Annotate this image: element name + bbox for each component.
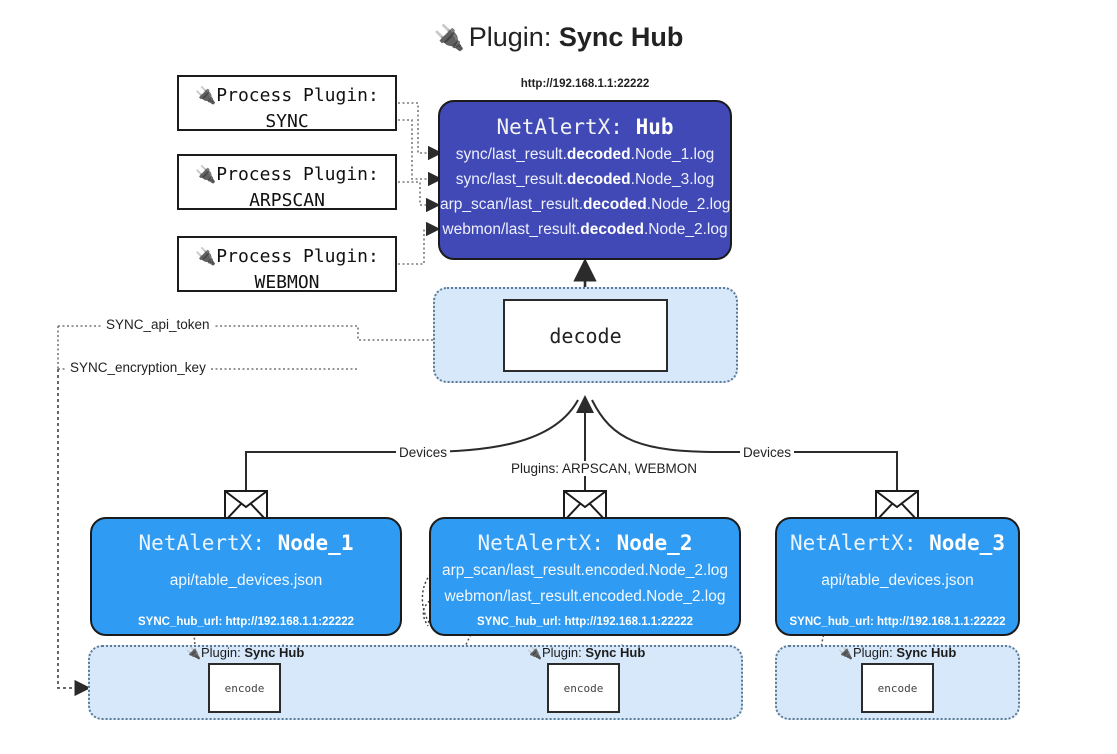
node-hub-url: SYNC_hub_url: http://192.168.1.1:22222: [137, 616, 355, 628]
process-plugin-line2: WEBMON: [254, 272, 320, 293]
encode-plugin-label-1: 🔌Plugin: Sync Hub: [186, 645, 305, 660]
page-title-prefix: Plugin:: [468, 22, 559, 52]
page-title: 🔌Plugin: Sync Hub: [0, 16, 1117, 59]
plug-icon: 🔌: [195, 247, 217, 267]
sync-api-token-label: SYNC_api_token: [103, 317, 213, 332]
node-title: NetAlertX: Node_3: [790, 531, 1005, 555]
decode-box[interactable]: decode: [503, 299, 668, 372]
plug-icon: 🔌: [186, 646, 201, 660]
node-log-line: arp_scan/last_result.encoded.Node_2.log: [441, 562, 729, 579]
process-plugin-line1: 🔌Process Plugin:: [195, 246, 379, 267]
hub-log-line: sync/last_result.decoded.Node_1.log: [455, 146, 715, 163]
process-plugin-box-webmon[interactable]: 🔌Process Plugin: WEBMON: [177, 236, 397, 293]
process-plugin-line2: ARPSCAN: [249, 190, 325, 211]
node-log-line: api/table_devices.json: [821, 572, 974, 589]
page-title-name: Sync Hub: [558, 22, 684, 52]
plug-icon: 🔌: [195, 86, 217, 106]
encode-box-3[interactable]: encode: [861, 663, 934, 713]
node-hub-url: SYNC_hub_url: http://192.168.1.1:22222: [476, 616, 694, 628]
encode-plugin-label-2: 🔌Plugin: Sync Hub: [527, 645, 646, 660]
hub-title: NetAlertX: Hub: [496, 115, 674, 139]
envelope-icon: [563, 490, 607, 522]
hub-log-line: sync/last_result.decoded.Node_3.log: [455, 171, 715, 188]
node-hub-url: SYNC_hub_url: http://192.168.1.1:22222: [789, 616, 1006, 628]
encode-box-2[interactable]: encode: [547, 663, 620, 713]
process-plugin-box-arpscan[interactable]: 🔌Process Plugin: ARPSCAN: [177, 154, 397, 211]
node-box-3[interactable]: NetAlertX: Node_3 api/table_devices.json…: [775, 517, 1020, 636]
sync-encryption-key-label: SYNC_encryption_key: [67, 360, 209, 375]
node-box-1[interactable]: NetAlertX: Node_1 api/table_devices.json…: [90, 517, 402, 636]
edge-label-devices-left: Devices: [396, 445, 451, 460]
hub-log-line: arp_scan/last_result.decoded.Node_2.log: [440, 196, 731, 213]
encode-label: encode: [224, 681, 265, 695]
process-plugin-line1: 🔌Process Plugin:: [195, 164, 379, 185]
node-title: NetAlertX: Node_1: [138, 531, 354, 555]
plug-icon: 🔌: [838, 646, 853, 660]
decode-label: decode: [549, 323, 622, 348]
encode-container-left: [88, 645, 743, 720]
encode-plugin-label-3: 🔌Plugin: Sync Hub: [838, 645, 957, 660]
plug-icon: 🔌: [195, 165, 217, 185]
node-log-line: webmon/last_result.encoded.Node_2.log: [444, 588, 726, 605]
process-plugin-line1: 🔌Process Plugin:: [195, 85, 379, 106]
hub-url-label: http://192.168.1.1:22222: [520, 78, 650, 90]
hub-box[interactable]: NetAlertX: Hub sync/last_result.decoded.…: [438, 100, 732, 260]
edge-label-devices-right: Devices: [740, 445, 795, 460]
plug-icon: 🔌: [527, 646, 542, 660]
process-plugin-line2: SYNC: [265, 111, 309, 132]
node-box-2[interactable]: NetAlertX: Node_2 arp_scan/last_result.e…: [429, 517, 741, 636]
encode-label: encode: [877, 681, 918, 695]
node-title: NetAlertX: Node_2: [477, 531, 693, 555]
process-plugin-box-sync[interactable]: 🔌Process Plugin: SYNC: [177, 75, 397, 132]
encode-box-1[interactable]: encode: [208, 663, 281, 713]
edge-label-plugins-center: Plugins: ARPSCAN, WEBMON: [508, 461, 701, 476]
encode-label: encode: [563, 681, 604, 695]
plug-icon: 🔌: [433, 24, 465, 52]
node-log-line: api/table_devices.json: [169, 572, 323, 589]
hub-log-line: webmon/last_result.decoded.Node_2.log: [442, 221, 728, 238]
